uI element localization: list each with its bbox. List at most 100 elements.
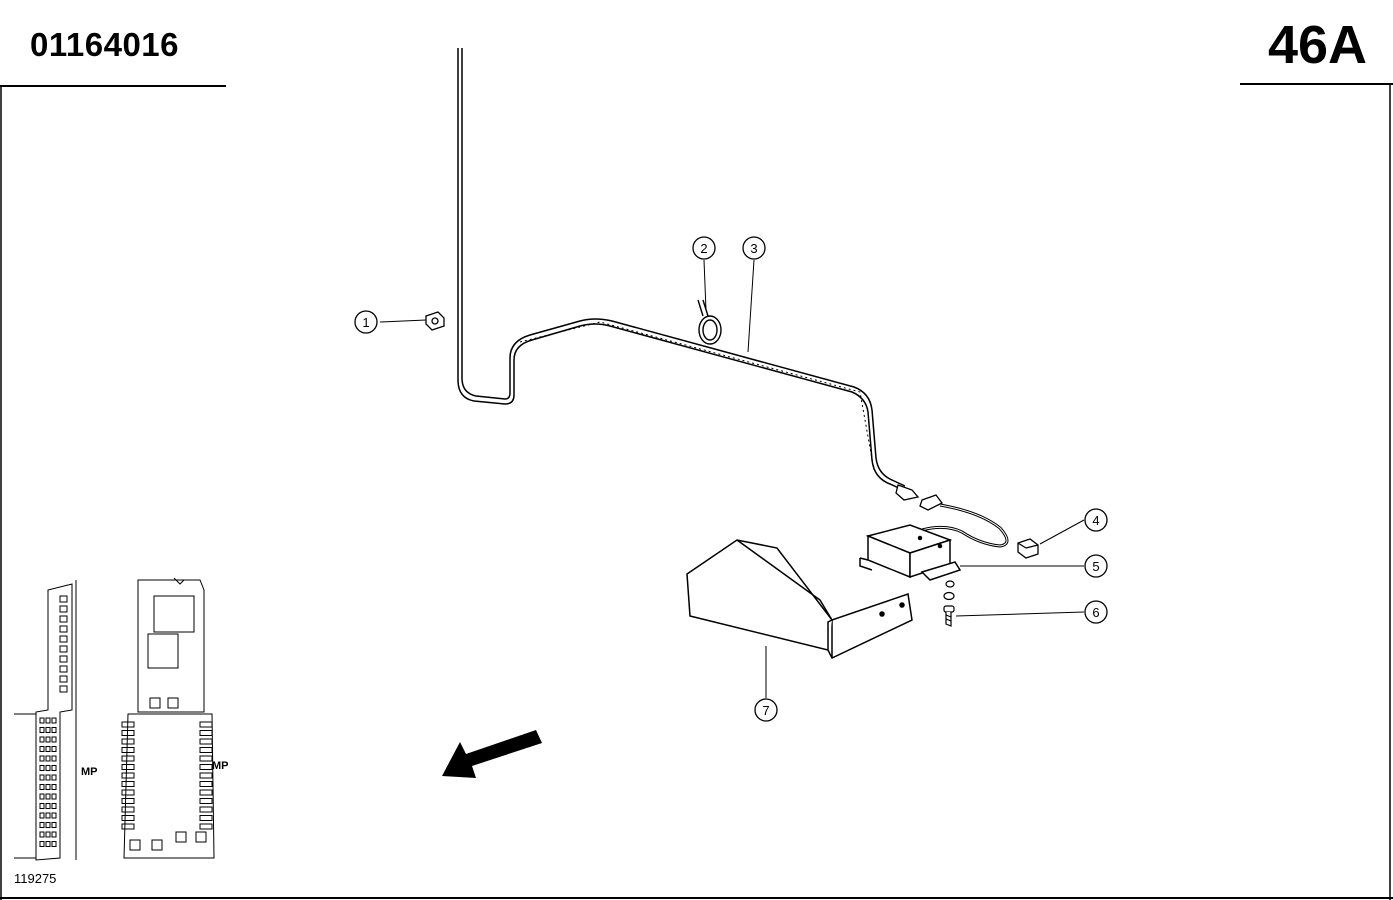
overview-cell [59, 635, 68, 643]
overview-cell [45, 822, 51, 828]
overview-cell [51, 812, 57, 819]
overview-cell [199, 815, 213, 821]
overview-cell [45, 831, 51, 838]
overview-cell [121, 815, 135, 821]
overview-cell [59, 675, 68, 683]
overview-cell [39, 831, 45, 838]
overview-cell [195, 831, 207, 843]
overview-cell [167, 697, 179, 709]
callout-1 [354, 310, 378, 334]
callout-3 [742, 236, 766, 260]
overview-cell [199, 789, 213, 796]
overview-cell [121, 798, 135, 804]
callout-6 [1084, 600, 1108, 624]
leader-lines [379, 259, 1085, 698]
overview-cell [121, 764, 135, 770]
overview-cell [59, 595, 68, 603]
overview-cell [39, 841, 45, 847]
overview-cell [51, 717, 57, 724]
drawing-number: 119275 [14, 871, 57, 886]
overview-cell [59, 625, 68, 633]
overview-cell [51, 803, 57, 809]
overview-cell [45, 841, 51, 847]
bracket-part-7 [686, 539, 913, 659]
overview-cell [51, 841, 57, 847]
overview-cell [199, 781, 213, 787]
overview-cell [45, 755, 51, 762]
overview-cell [51, 736, 57, 743]
overview-cell [39, 774, 45, 781]
overview-cell [199, 798, 213, 804]
callout-labels: 1 2 3 4 5 6 7 [362, 241, 1099, 718]
overview-cell [51, 755, 57, 762]
part-number: 01164016 [30, 26, 180, 63]
callout-1-label: 1 [362, 315, 369, 330]
overview-cell [121, 747, 135, 753]
overview-cell [39, 765, 45, 771]
overview-cell [129, 839, 141, 851]
callout-4-label: 4 [1092, 513, 1099, 528]
overview-cell [51, 746, 57, 752]
overview-cell [151, 839, 163, 851]
overview-cell [199, 806, 213, 813]
overview-mp-label-left: MP [81, 766, 98, 778]
cable-tie-part-2 [697, 299, 722, 345]
overview-cell [121, 823, 135, 830]
overview-cell [121, 721, 135, 728]
overview-cell [59, 655, 68, 663]
overview-cell [39, 822, 45, 828]
overview-cell [199, 738, 213, 745]
overview-cell [121, 789, 135, 796]
overview-cell [39, 812, 45, 819]
cable-harness [457, 48, 1009, 548]
overview-cell [39, 727, 45, 733]
callout-5-label: 5 [1092, 559, 1099, 574]
overview-cell [51, 784, 57, 790]
overview-cell [39, 803, 45, 809]
overview-cell [121, 806, 135, 813]
clip-part-1 [425, 311, 445, 331]
overview-cell [45, 717, 51, 724]
overview-cell [45, 793, 51, 800]
overview-cell [51, 822, 57, 828]
callouts [354, 236, 1108, 722]
callout-5 [1084, 554, 1108, 578]
overview-left-module [14, 580, 77, 861]
overview-cell [51, 727, 57, 733]
overview-cell [59, 605, 68, 613]
overview-cell [39, 746, 45, 752]
screw-part-6 [943, 580, 955, 627]
overview-cell [51, 831, 57, 838]
overview-cell [59, 645, 68, 653]
overview-cell [121, 738, 135, 745]
overview-cell [149, 697, 161, 709]
control-box-part-5 [859, 524, 962, 581]
connector-part-4 [1017, 538, 1039, 559]
overview-cell [51, 774, 57, 781]
overview-cell [59, 685, 68, 693]
overview-cell [199, 721, 213, 728]
overview-right-module [121, 577, 215, 859]
frame [0, 83, 1393, 900]
overview-cell [51, 765, 57, 771]
overview-cell [45, 803, 51, 809]
overview-cell [51, 793, 57, 800]
overview-cell [45, 736, 51, 743]
callout-4 [1084, 508, 1108, 532]
direction-arrow-icon [442, 730, 542, 778]
overview-cell [121, 772, 135, 779]
overview-cell [199, 772, 213, 779]
overview-cell [39, 793, 45, 800]
overview-cell [39, 784, 45, 790]
overview-cell [45, 765, 51, 771]
overview-cell [45, 746, 51, 752]
page-code: 46A [1267, 15, 1367, 75]
overview-cell [121, 730, 135, 736]
callout-2 [692, 236, 716, 260]
overview-cell [199, 764, 213, 770]
overview-cell [199, 823, 213, 830]
overview-cell [39, 755, 45, 762]
overview-cell [121, 781, 135, 787]
overview-cell [45, 727, 51, 733]
